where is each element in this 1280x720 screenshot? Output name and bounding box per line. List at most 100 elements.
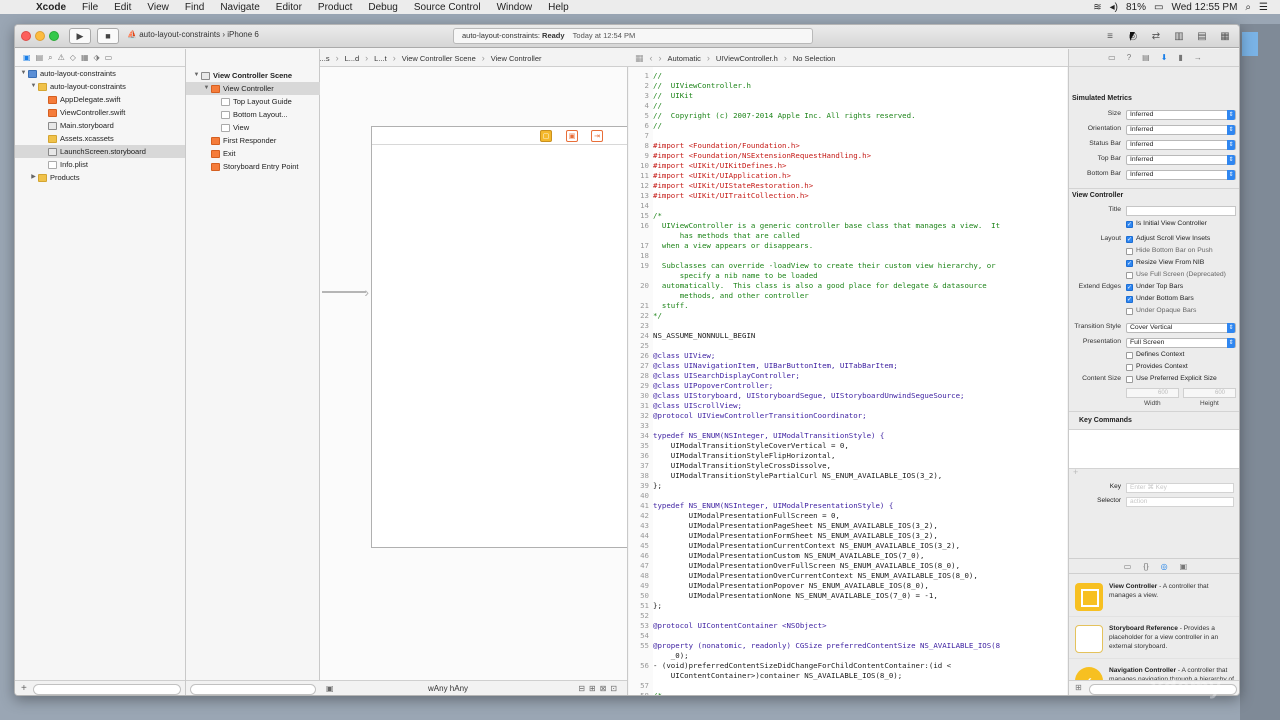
issue-navigator-icon[interactable]: ⚠ [57,53,65,62]
jump-crumb-localization[interactable]: L...t [374,53,387,63]
back-arrow-icon[interactable]: ‹ [649,53,653,63]
menu-find[interactable]: Find [184,1,205,13]
object-library-icon[interactable]: ◎ [1160,561,1168,571]
jump-crumb-header-file[interactable]: UIViewController.h [715,53,778,63]
size-inspector-icon[interactable]: ▮ [1178,53,1183,62]
scheme-selector[interactable]: ⛵ auto-layout-constraints › iPhone 6 [127,30,259,39]
menu-debug[interactable]: Debug [368,1,398,13]
quick-help-icon[interactable]: ? [1126,53,1132,62]
storyboard-entry-arrow[interactable]: › [322,285,369,299]
toggle-utilities-icon[interactable]: ▦ [1220,30,1230,42]
jump-mode-automatic[interactable]: Automatic [667,53,701,63]
disclosure-triangle-icon[interactable]: ▼ [20,70,27,76]
defines-context-checkbox[interactable] [1126,352,1133,359]
menu-edit[interactable]: Edit [114,1,132,13]
navigator-item[interactable]: LaunchScreen.storyboard [15,145,185,158]
menu-source-control[interactable]: Source Control [413,1,481,13]
battery-percent[interactable]: 81% [1125,1,1146,13]
resolve-icon[interactable]: ⊡ [610,684,621,693]
close-window-button[interactable] [21,31,31,41]
jump-crumb-scene[interactable]: View Controller Scene [401,53,476,63]
navigator-item[interactable]: ▶Products [15,171,185,184]
checkbox[interactable]: ✓ [1126,260,1133,267]
disclosure-triangle-icon[interactable]: ▶ [31,174,36,180]
transition-style-popup[interactable]: Cover Vertical⇕ [1126,323,1236,333]
clock[interactable]: Wed 12:55 PM [1171,1,1238,13]
minimize-window-button[interactable] [35,31,45,41]
version-editor-icon[interactable]: ⇄ [1151,30,1161,42]
width-field[interactable]: 600 [1126,388,1179,398]
outline-item[interactable]: Top Layout Guide [186,95,320,108]
checkbox[interactable]: ✓ [1126,296,1133,303]
wifi-icon[interactable]: ≋ [1093,1,1102,13]
attributes-inspector-icon[interactable]: ⬇ [1160,53,1168,62]
zoom-window-button[interactable] [49,31,59,41]
project-navigator-icon[interactable]: ▣ [23,53,31,62]
jump-crumb-selection[interactable]: No Selection [792,53,836,63]
toggle-debug-area-icon[interactable]: ▤ [1197,30,1207,42]
related-items-icon[interactable]: ▦ [635,52,644,63]
find-navigator-icon[interactable]: ⌕ [48,52,53,62]
metric-popup[interactable]: Inferred⇕ [1126,110,1236,120]
menu-view[interactable]: View [147,1,169,13]
menu-product[interactable]: Product [317,1,353,13]
notification-center-icon[interactable]: ☰ [1259,1,1268,13]
outline-filter-input[interactable] [190,684,316,695]
jump-crumb-controller[interactable]: View Controller [490,53,542,63]
battery-icon[interactable]: ▭ [1154,1,1164,13]
navigator-item[interactable]: Assets.xcassets [15,132,185,145]
menu-app-name[interactable]: Xcode [36,1,67,13]
toggle-navigator-icon[interactable]: ▥ [1174,30,1184,42]
stack-icon[interactable]: ⊟ [578,684,589,693]
symbol-navigator-icon[interactable]: ▤ [35,53,44,62]
standard-editor-icon[interactable]: ≡ [1107,30,1113,42]
jump-crumb-folder[interactable]: a...s [315,53,330,63]
library-item[interactable]: Storyboard Reference - Provides a placeh… [1069,619,1239,659]
checkbox[interactable] [1126,272,1133,279]
library-item[interactable]: View Controller - A controller that mana… [1069,577,1239,617]
menu-navigate[interactable]: Navigate [220,1,260,13]
menu-help[interactable]: Help [548,1,569,13]
view-controller-icon[interactable]: ▢ [540,130,552,142]
metric-popup[interactable]: Inferred⇕ [1126,155,1236,165]
vc-title-field[interactable] [1126,206,1236,216]
menu-window[interactable]: Window [496,1,533,13]
jump-crumb-file[interactable]: L...d [344,53,360,63]
navigator-item[interactable]: ViewController.swift [15,106,185,119]
checkbox[interactable] [1126,248,1133,255]
outline-item[interactable]: First Responder [186,134,320,147]
selector-field[interactable]: action [1126,497,1234,507]
breakpoint-navigator-icon[interactable]: ⬗ [93,53,100,62]
checkbox[interactable]: ✓ [1126,284,1133,291]
add-key-command-button[interactable]: + [1073,467,1079,477]
navigator-item[interactable]: AppDelegate.swift [15,93,185,106]
storyboard-canvas[interactable]: › ▢ ▣ ⇥ ▣ wAny hAny ⊟⊞⊠⊡ [320,67,628,695]
library-filter-input[interactable] [1089,684,1237,695]
grid-view-icon[interactable]: ⊞ [1075,683,1082,692]
first-responder-icon[interactable]: ▣ [566,130,578,142]
height-field[interactable]: 600 [1183,388,1236,398]
navigator-item[interactable]: ▼auto-layout-constraints [15,67,185,80]
use-preferred-size-checkbox[interactable] [1126,376,1133,383]
navigator-item[interactable]: Main.storyboard [15,119,185,132]
presentation-popup[interactable]: Full Screen⇕ [1126,338,1236,348]
code-snippet-library-icon[interactable]: {} [1143,561,1149,571]
volume-icon[interactable]: ◂) [1109,1,1118,13]
toggle-outline-icon[interactable]: ▣ [326,684,334,693]
menu-file[interactable]: File [82,1,99,13]
stop-button[interactable]: ■ [97,28,119,44]
disclosure-triangle-icon[interactable]: ▼ [30,83,37,89]
report-navigator-icon[interactable]: ▭ [104,53,113,62]
outline-item[interactable]: Bottom Layout... [186,108,320,121]
connections-inspector-icon[interactable]: → [1193,53,1202,62]
identity-inspector-icon[interactable]: ▤ [1142,53,1150,62]
metric-popup[interactable]: Inferred⇕ [1126,140,1236,150]
menu-editor[interactable]: Editor [275,1,302,13]
checkbox[interactable]: ✓ [1126,236,1133,243]
file-inspector-icon[interactable]: ▭ [1108,53,1116,62]
key-commands-list[interactable] [1069,429,1239,469]
view-controller-scene[interactable]: ▢ ▣ ⇥ [371,126,627,548]
media-library-icon[interactable]: ▣ [1179,561,1188,571]
spotlight-icon[interactable]: ⌕ [1245,1,1252,13]
